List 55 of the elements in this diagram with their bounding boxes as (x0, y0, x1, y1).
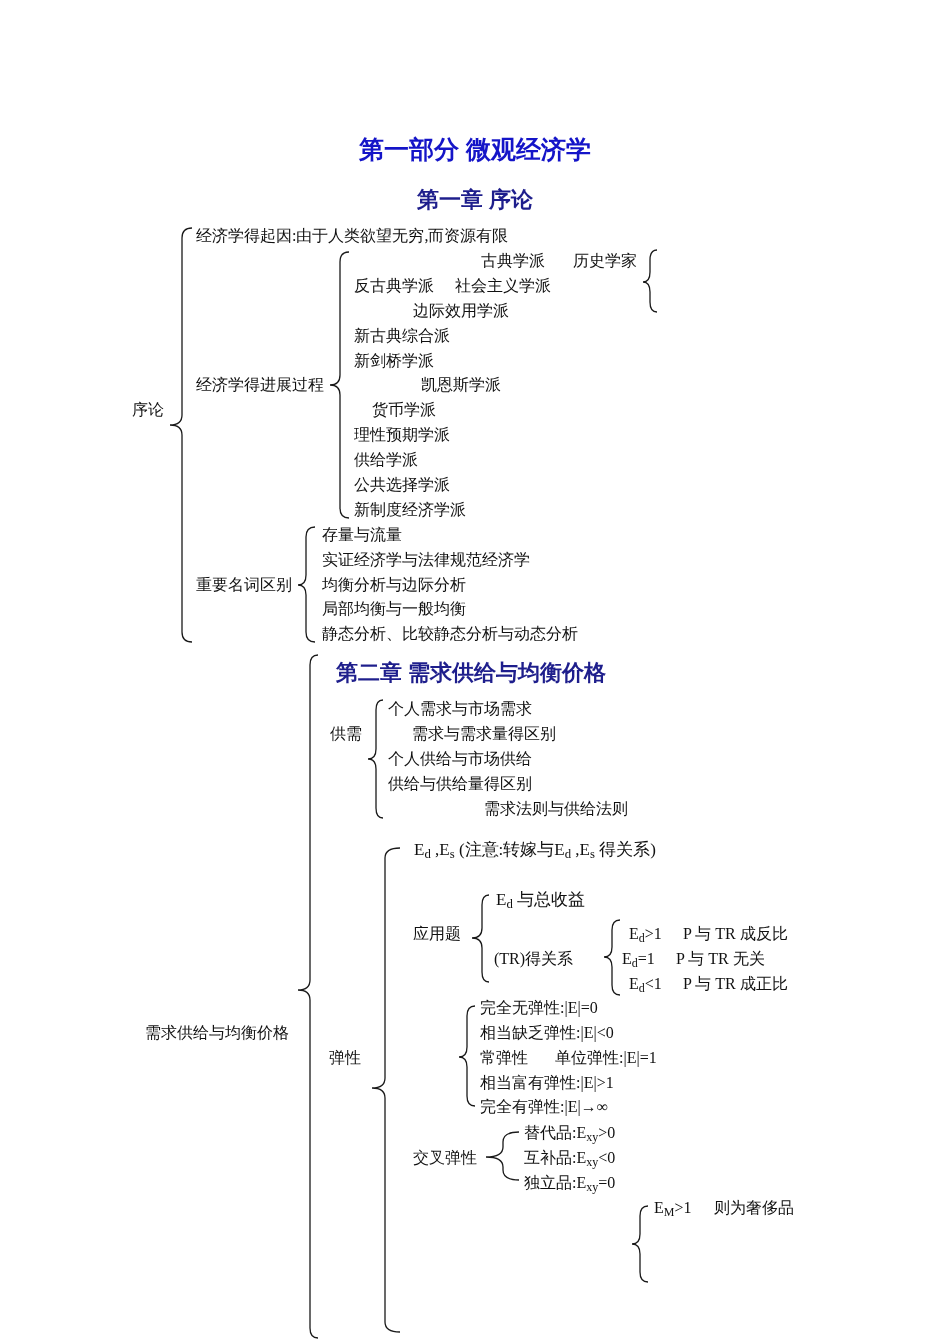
topic-text: 常弹性 (480, 1048, 528, 1068)
topic-text: P 与 TR 成反比 (683, 924, 788, 944)
topic-text: P 与 TR 成正比 (683, 974, 788, 994)
topic-text: E$_{d}$ 与总收益 (496, 889, 585, 911)
topic-text: 完全无弹性:|E|=0 (480, 998, 598, 1018)
topic-text: 经济学得起因:由于人类欲望无穷,而资源有限 (196, 226, 509, 246)
topic-text: 实证经济学与法律规范经济学 (322, 550, 530, 570)
topic-text: 需求法则与供给法则 (484, 799, 628, 819)
topic-text: E$_{d}$>1 (629, 924, 662, 944)
topic-text: E$_{d}$=1 (622, 949, 655, 969)
topic-text: 古典学派 (481, 251, 545, 271)
topic-text: 供需 (330, 724, 362, 744)
topic-text: 替代品:E$_{xy}$>0 (524, 1123, 616, 1143)
topic-text: 新古典综合派 (354, 326, 450, 346)
topic-text: 互补品:E$_{xy}$<0 (524, 1148, 616, 1168)
chapter-heading: 第一章 序论 (417, 186, 533, 214)
topic-text: 交叉弹性 (413, 1148, 477, 1168)
topic-text: 社会主义学派 (455, 276, 551, 296)
topic-text: 需求与需求量得区别 (412, 724, 556, 744)
topic-text: 新剑桥学派 (354, 351, 434, 371)
topic-text: 历史学家 (573, 251, 637, 271)
chapter-heading: 第二章 需求供给与均衡价格 (336, 659, 606, 687)
topic-text: 相当缺乏弹性:|E|<0 (480, 1023, 614, 1043)
topic-text: 均衡分析与边际分析 (322, 575, 466, 595)
topic-text: 新制度经济学派 (354, 500, 466, 520)
topic-text: 公共选择学派 (354, 475, 450, 495)
topic-text: 货币学派 (372, 400, 436, 420)
topic-text: 供给与供给量得区别 (388, 774, 532, 794)
topic-text: 个人供给与市场供给 (388, 749, 532, 769)
topic-text: 应用题 (413, 924, 461, 944)
topic-text: 理性预期学派 (354, 425, 450, 445)
topic-text: 反古典学派 (354, 276, 434, 296)
topic-text: 静态分析、比较静态分析与动态分析 (322, 624, 578, 644)
page-title: 第一部分 微观经济学 (359, 135, 591, 165)
topic-text: 需求供给与均衡价格 (145, 1023, 289, 1043)
topic-text: 存量与流量 (322, 525, 402, 545)
topic-text: 弹性 (329, 1048, 361, 1068)
topic-text: (TR)得关系 (494, 949, 574, 969)
topic-text: 经济学得进展过程 (196, 375, 324, 395)
topic-text: 序论 (132, 400, 164, 420)
topic-text: 重要名词区别 (196, 575, 292, 595)
topic-text: E$_{d}$ ,E$_{s}$ (注意:转嫁与E$_{d}$ ,E$_{s}$ 得关系) (414, 839, 656, 861)
topic-text: 边际效用学派 (413, 301, 509, 321)
topic-text: 单位弹性:|E|=1 (555, 1048, 657, 1068)
topic-text: 相当富有弹性:|E|>1 (480, 1073, 614, 1093)
topic-text: E$_{M}$>1 (654, 1198, 692, 1218)
topic-text: 则为奢侈品 (714, 1198, 794, 1218)
topic-text: 凯恩斯学派 (421, 375, 501, 395)
topic-text: 局部均衡与一般均衡 (322, 599, 466, 619)
topic-text: P 与 TR 无关 (676, 949, 765, 969)
topic-text: 供给学派 (354, 450, 418, 470)
topic-text: 个人需求与市场需求 (388, 699, 532, 719)
topic-text: 独立品:E$_{xy}$=0 (524, 1173, 616, 1193)
topic-text: E$_{d}$<1 (629, 974, 662, 994)
topic-text: 完全有弹性:|E|→∞ (480, 1097, 609, 1117)
